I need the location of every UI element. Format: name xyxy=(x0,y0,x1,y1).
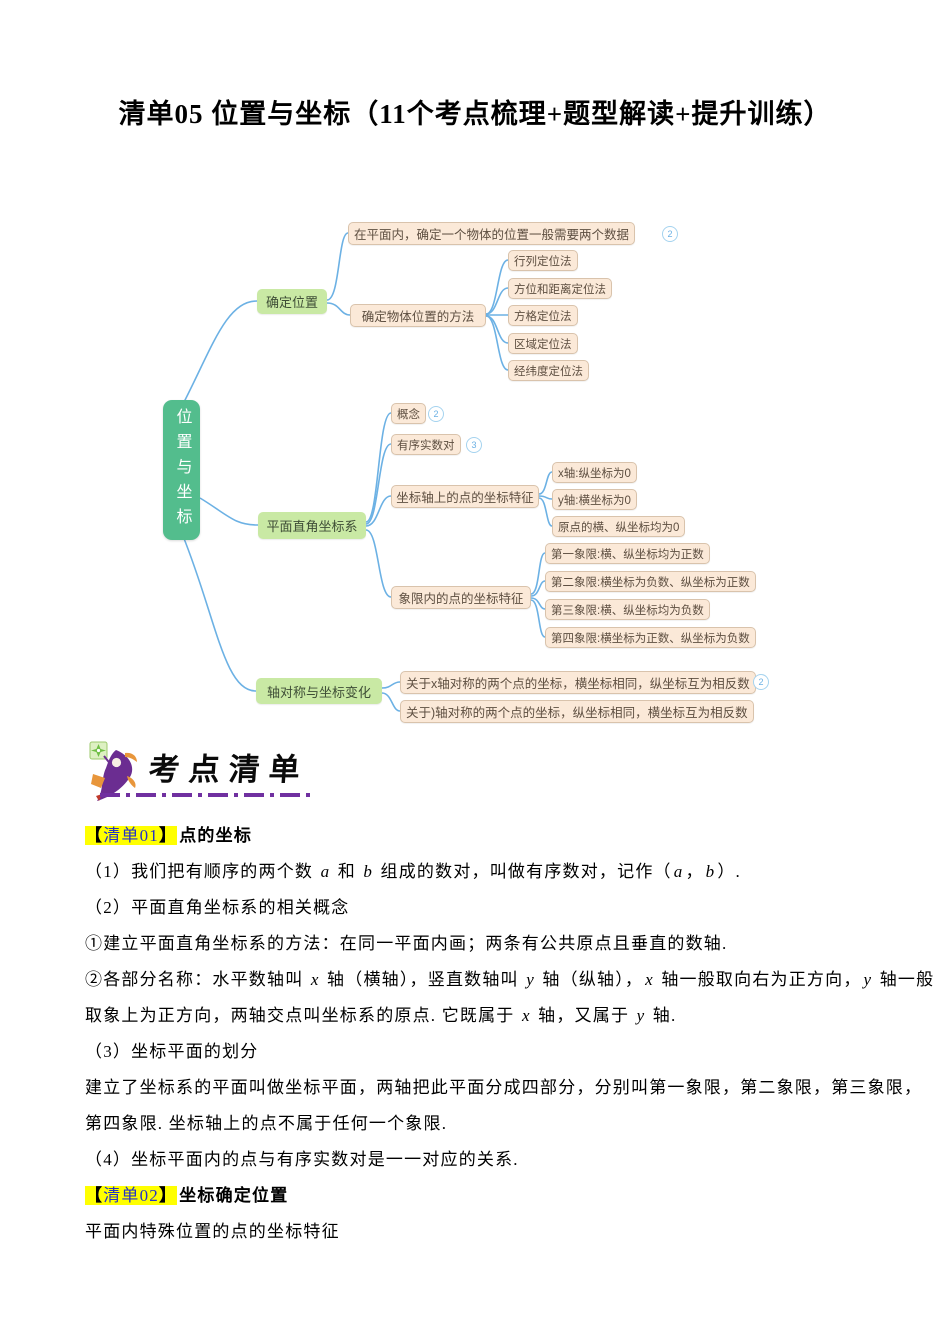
heading-title: 坐标确定位置 xyxy=(179,1186,289,1205)
badge-circled-2-icon: 2 xyxy=(428,406,444,422)
leaf-node-quadrant-3: 第三象限:横、纵坐标均为负数 xyxy=(545,599,710,620)
leaf-node-origin-feature: 原点的横、纵坐标均为0 xyxy=(552,516,686,537)
leaf-node-quadrant-2: 第二象限:横坐标为负数、纵坐标为正数 xyxy=(545,571,756,592)
mindmap-diagram: 位置与坐标 确定位置 平面直角坐标系 轴对称与坐标变化 在平面内，确定一个物体的… xyxy=(0,200,950,745)
mindmap-connector-lines xyxy=(181,232,553,712)
section-title: 考点清单 xyxy=(147,752,311,787)
paragraph-ordered-pair: （1）我们把有顺序的两个数 a 和 b 组成的数对，叫做有序数对，记作（a，b）… xyxy=(85,862,741,881)
leaf-node-concept: 概念 xyxy=(391,403,426,424)
highlight-label: 【清单02】 xyxy=(85,1186,178,1205)
leaf-node-grid-method: 方格定位法 xyxy=(508,305,578,326)
leaf-node-ordered-pair: 有序实数对 xyxy=(391,434,461,455)
branch-node-axis-symmetry: 轴对称与坐标变化 xyxy=(256,678,382,704)
paragraph-part-names-1: ②各部分名称：水平数轴叫 x 轴（横轴），竖直数轴叫 y 轴（纵轴），x 轴一般… xyxy=(85,970,935,989)
section-underline xyxy=(100,793,312,797)
branch-node-determine-position: 确定位置 xyxy=(257,289,327,314)
paragraph-one-to-one: （4）坐标平面内的点与有序实数对是一一对应的关系. xyxy=(85,1150,519,1169)
paragraph-plane-division-title: （3）坐标平面的划分 xyxy=(85,1042,259,1061)
document-body: 【清单01】点的坐标 （1）我们把有顺序的两个数 a 和 b 组成的数对，叫做有… xyxy=(85,818,935,1250)
heading-list-02: 【清单02】坐标确定位置 xyxy=(85,1178,885,1214)
leaf-node-quadrant-4: 第四象限:横坐标为正数、纵坐标为负数 xyxy=(545,627,756,648)
leaf-node-methods: 确定物体位置的方法 xyxy=(350,304,486,327)
leaf-node-lat-long-method: 经纬度定位法 xyxy=(508,360,589,381)
paragraph-part-names-2: 取象上为正方向，两轴交点叫坐标系的原点. 它既属于 x 轴，又属于 y 轴. xyxy=(85,1006,677,1025)
paragraph-special-positions: 平面内特殊位置的点的坐标特征 xyxy=(85,1222,340,1241)
leaf-node-y-axis-feature: y轴:横坐标为0 xyxy=(552,489,637,510)
paragraph-related-concepts: （2）平面直角坐标系的相关概念 xyxy=(85,898,350,917)
paragraph-plane-division-1: 建立了坐标系的平面叫做坐标平面，两轴把此平面分成四部分，分别叫第一象限，第二象限… xyxy=(85,1078,923,1097)
heading-list-01: 【清单01】点的坐标 xyxy=(85,818,885,854)
leaf-node-bearing-distance-method: 方位和距离定位法 xyxy=(508,278,612,299)
badge-circled-2-icon: 2 xyxy=(753,674,769,690)
page-title: 清单05 位置与坐标（11个考点梳理+题型解读+提升训练） xyxy=(118,99,832,129)
leaf-node-quadrant-1: 第一象限:横、纵坐标均为正数 xyxy=(545,543,710,564)
leaf-node-quadrant-point-features: 象限内的点的坐标特征 xyxy=(391,586,531,609)
paragraph-build-method: ①建立平面直角坐标系的方法：在同一平面内画；两条有公共原点且垂直的数轴. xyxy=(85,934,728,953)
leaf-node-row-column-method: 行列定位法 xyxy=(508,250,578,271)
leaf-node-symmetry-y: 关于)轴对称的两个点的坐标，纵坐标相同，横坐标互为相反数 xyxy=(400,700,754,723)
badge-circled-3-icon: 3 xyxy=(466,437,482,453)
mindmap-root-node: 位置与坐标 xyxy=(163,400,200,540)
branch-node-cartesian-system: 平面直角坐标系 xyxy=(258,512,366,539)
leaf-node-x-axis-feature: x轴:纵坐标为0 xyxy=(552,462,637,483)
mascot-icon xyxy=(89,741,137,801)
leaf-node-axis-point-features: 坐标轴上的点的坐标特征 xyxy=(391,485,539,508)
paragraph-plane-division-2: 第四象限. 坐标轴上的点不属于任何一个象限. xyxy=(85,1114,448,1133)
heading-title: 点的坐标 xyxy=(179,826,253,845)
badge-circled-2-icon: 2 xyxy=(662,226,678,242)
leaf-node-symmetry-x: 关于x轴对称的两个点的坐标，横坐标相同，纵坐标互为相反数 xyxy=(400,671,756,694)
highlight-label: 【清单01】 xyxy=(85,826,178,845)
leaf-node-two-data: 在平面内，确定一个物体的位置一般需要两个数据 xyxy=(348,222,636,245)
section-header: 考点清单 xyxy=(85,740,385,802)
leaf-node-region-method: 区域定位法 xyxy=(508,333,578,354)
